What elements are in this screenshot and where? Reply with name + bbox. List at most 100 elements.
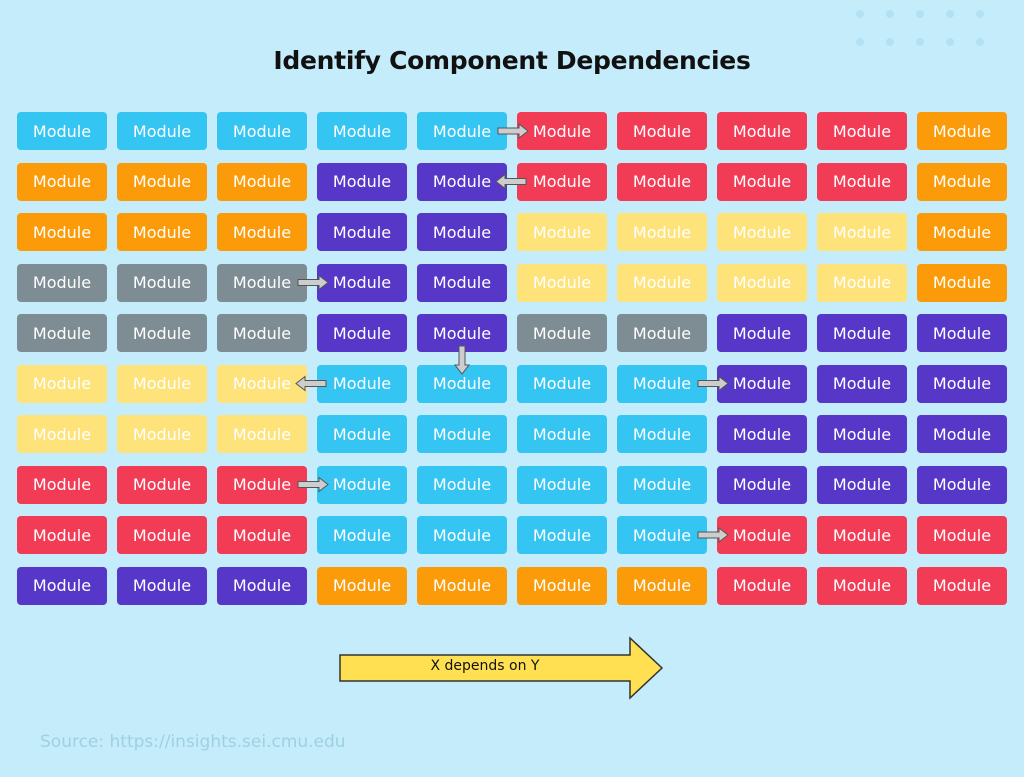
module-box: Module xyxy=(617,415,707,453)
module-box: Module xyxy=(417,213,507,251)
module-box: Module xyxy=(317,566,407,605)
module-box: Module xyxy=(517,566,607,605)
module-box: Module xyxy=(417,566,507,605)
module-box: Module xyxy=(217,162,307,201)
module-box: Module xyxy=(17,112,107,150)
module-box: Module xyxy=(717,213,807,251)
module-box: Module xyxy=(617,213,707,251)
module-box: Module xyxy=(817,213,907,251)
module-box: Module xyxy=(917,314,1007,352)
module-box: Module xyxy=(817,112,907,150)
module-box: Module xyxy=(117,364,207,403)
module-box: Module xyxy=(217,465,307,504)
module-box: Module xyxy=(817,314,907,352)
module-box: Module xyxy=(17,465,107,504)
module-box: Module xyxy=(517,465,607,504)
module-box: Module xyxy=(117,314,207,352)
module-box: Module xyxy=(717,112,807,150)
module-box: Module xyxy=(717,263,807,302)
decorative-dot-pattern xyxy=(852,6,1002,50)
module-box: Module xyxy=(517,213,607,251)
module-box: Module xyxy=(217,566,307,605)
module-box: Module xyxy=(517,162,607,201)
module-box: Module xyxy=(917,465,1007,504)
module-box: Module xyxy=(17,516,107,554)
module-box: Module xyxy=(817,465,907,504)
module-box: Module xyxy=(917,516,1007,554)
module-box: Module xyxy=(217,516,307,554)
module-box: Module xyxy=(617,112,707,150)
module-box: Module xyxy=(717,162,807,201)
module-box: Module xyxy=(417,516,507,554)
module-box: Module xyxy=(17,566,107,605)
module-box: Module xyxy=(317,162,407,201)
module-box: Module xyxy=(117,465,207,504)
module-box: Module xyxy=(17,364,107,403)
module-box: Module xyxy=(117,162,207,201)
module-box: Module xyxy=(217,213,307,251)
module-box: Module xyxy=(917,566,1007,605)
module-box: Module xyxy=(717,415,807,453)
module-box: Module xyxy=(817,364,907,403)
module-box: Module xyxy=(117,213,207,251)
module-box: Module xyxy=(917,364,1007,403)
legend-label: X depends on Y xyxy=(430,658,540,674)
module-box: Module xyxy=(317,263,407,302)
module-box: Module xyxy=(817,162,907,201)
module-box: Module xyxy=(417,415,507,453)
module-box: Module xyxy=(617,465,707,504)
source-credit: Source: https://insights.sei.cmu.edu xyxy=(40,732,346,752)
module-box: Module xyxy=(717,364,807,403)
module-box: Module xyxy=(217,263,307,302)
module-box: Module xyxy=(17,162,107,201)
module-box: Module xyxy=(17,415,107,453)
module-box: Module xyxy=(317,314,407,352)
module-box: Module xyxy=(417,162,507,201)
module-box: Module xyxy=(217,364,307,403)
module-box: Module xyxy=(517,415,607,453)
module-box: Module xyxy=(417,314,507,352)
module-box: Module xyxy=(517,314,607,352)
module-box: Module xyxy=(417,364,507,403)
module-box: Module xyxy=(117,516,207,554)
module-box: Module xyxy=(317,112,407,150)
module-box: Module xyxy=(717,516,807,554)
module-box: Module xyxy=(317,516,407,554)
module-box: Module xyxy=(917,112,1007,150)
module-box: Module xyxy=(417,263,507,302)
module-box: Module xyxy=(617,516,707,554)
module-box: Module xyxy=(217,314,307,352)
module-box: Module xyxy=(917,162,1007,201)
module-box: Module xyxy=(817,516,907,554)
module-box: Module xyxy=(917,263,1007,302)
module-box: Module xyxy=(817,415,907,453)
module-box: Module xyxy=(417,112,507,150)
module-box: Module xyxy=(117,263,207,302)
module-box: Module xyxy=(417,465,507,504)
module-box: Module xyxy=(617,162,707,201)
module-box: Module xyxy=(917,415,1007,453)
module-box: Module xyxy=(517,516,607,554)
module-box: Module xyxy=(617,566,707,605)
module-box: Module xyxy=(517,263,607,302)
module-box: Module xyxy=(217,112,307,150)
module-box: Module xyxy=(217,415,307,453)
module-box: Module xyxy=(317,213,407,251)
module-box: Module xyxy=(717,465,807,504)
module-box: Module xyxy=(717,566,807,605)
module-box: Module xyxy=(317,364,407,403)
module-box: Module xyxy=(117,415,207,453)
module-box: Module xyxy=(917,213,1007,251)
module-box: Module xyxy=(317,465,407,504)
legend-arrow xyxy=(338,636,668,700)
module-box: Module xyxy=(117,566,207,605)
module-box: Module xyxy=(17,263,107,302)
module-box: Module xyxy=(617,364,707,403)
module-box: Module xyxy=(617,314,707,352)
page-title: Identify Component Dependencies xyxy=(273,46,751,75)
module-box: Module xyxy=(17,213,107,251)
module-box: Module xyxy=(117,112,207,150)
module-box: Module xyxy=(817,263,907,302)
module-box: Module xyxy=(717,314,807,352)
